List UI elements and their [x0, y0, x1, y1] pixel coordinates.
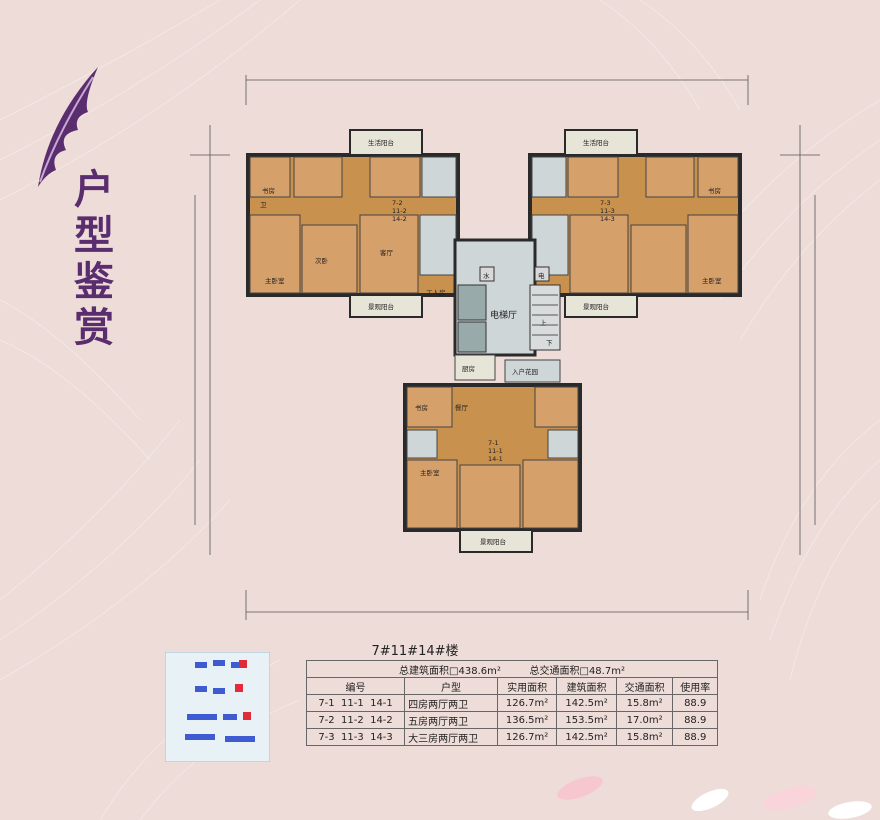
row-traffic: 17.0m² — [615, 711, 674, 729]
row-ratio: 88.9 — [672, 728, 718, 746]
label-second: 次卧 — [315, 256, 329, 265]
row-traffic: 15.8m² — [615, 694, 674, 712]
label-entry-garden-3: 入户花园 — [512, 367, 538, 376]
label-living-balcony-1: 生活阳台 — [368, 138, 394, 147]
unit-info-table: 总建筑面积□438.6m² 总交通面积□48.7m² 编号 户型 实用面积 建筑… — [305, 660, 718, 746]
traffic-area-value: 48.7m² — [588, 665, 625, 677]
label-workroom: 工人房 — [426, 288, 446, 297]
header-ratio: 使用率 — [672, 677, 718, 695]
row-type: 四房两厅两卫 — [404, 694, 498, 712]
building-title: 7#11#14#楼 — [371, 644, 459, 659]
header-row: 编号 户型 实用面积 建筑面积 交通面积 使用率 — [305, 677, 718, 695]
label-study-c: 书房 — [415, 403, 428, 412]
label-water: 水 — [483, 271, 490, 280]
label-elevator-hall: 电梯厅 — [490, 309, 517, 321]
table-row: 7-3 11-3 14-3 大三房两厅两卫 126.7m² 142.5m² 15… — [305, 728, 718, 746]
side-title: 户型鉴赏 — [67, 168, 114, 352]
row-building: 153.5m² — [556, 711, 617, 729]
header-code: 编号 — [305, 677, 406, 695]
row-ratio: 88.9 — [672, 711, 718, 729]
row-building: 142.5m² — [556, 694, 617, 712]
label-living: 客厅 — [380, 248, 394, 257]
core — [453, 238, 561, 357]
row-usable: 126.7m² — [496, 728, 558, 746]
row-code: 7-1 11-1 14-1 — [305, 694, 406, 712]
unit-bottom — [403, 354, 582, 553]
label-master-b: 主卧室 — [702, 276, 722, 285]
label-study-b: 书房 — [708, 186, 721, 195]
header-building: 建筑面积 — [556, 677, 617, 695]
header-type: 户型 — [404, 677, 498, 695]
summary-cell: 总建筑面积□438.6m² 总交通面积□48.7m² — [306, 660, 718, 678]
label-electric: 电 — [538, 271, 545, 280]
feather-logo-icon — [38, 67, 98, 187]
label-bath: 卫 — [260, 201, 267, 209]
table-row: 7-1 11-1 14-1 四房两厅两卫 126.7m² 142.5m² 15.… — [305, 694, 718, 712]
row-type: 大三房两厅两卫 — [404, 728, 498, 746]
label-study-a: 书房 — [262, 186, 275, 195]
row-building: 142.5m² — [556, 728, 617, 746]
site-plan-thumbnail — [165, 652, 270, 762]
dimension-lines — [190, 75, 820, 620]
row-usable: 136.5m² — [496, 711, 558, 729]
label-up: 上 — [540, 318, 547, 327]
summary-row: 总建筑面积□438.6m² 总交通面积□48.7m² — [306, 660, 718, 678]
label-view-balcony-1: 景观阳台 — [368, 302, 394, 311]
unit-left — [246, 129, 460, 318]
unit-right — [528, 129, 742, 318]
floor-plan: 生活阳台 生活阳台 景观阳台 景观阳台 景观阳台 电梯厅 水 电 上 下 入户花… — [190, 75, 820, 620]
label-kitchen: 厨房 — [462, 364, 475, 373]
total-area-label: 总建筑面积□ — [399, 665, 459, 677]
label-down: 下 — [546, 339, 553, 347]
label-master-a: 主卧室 — [265, 276, 285, 285]
label-living-balcony-2: 生活阳台 — [583, 138, 609, 147]
label-view-balcony-3: 景观阳台 — [480, 537, 506, 546]
header-usable: 实用面积 — [496, 677, 558, 695]
row-type: 五房两厅两卫 — [404, 711, 498, 729]
label-master-c: 主卧室 — [420, 468, 440, 477]
row-ratio: 88.9 — [672, 694, 718, 712]
row-traffic: 15.8m² — [615, 728, 674, 746]
petals-decoration — [557, 776, 872, 819]
row-code: 7-2 11-2 14-2 — [305, 711, 406, 729]
label-dining: 餐厅 — [455, 403, 469, 412]
row-code: 7-3 11-3 14-3 — [305, 728, 406, 746]
header-traffic: 交通面积 — [615, 677, 674, 695]
total-area-value: 438.6m² — [458, 665, 501, 677]
label-view-balcony-2: 景观阳台 — [583, 302, 609, 311]
row-usable: 126.7m² — [496, 694, 558, 712]
traffic-area-label: 总交通面积□ — [529, 665, 589, 677]
table-row: 7-2 11-2 14-2 五房两厅两卫 136.5m² 153.5m² 17.… — [305, 711, 718, 729]
